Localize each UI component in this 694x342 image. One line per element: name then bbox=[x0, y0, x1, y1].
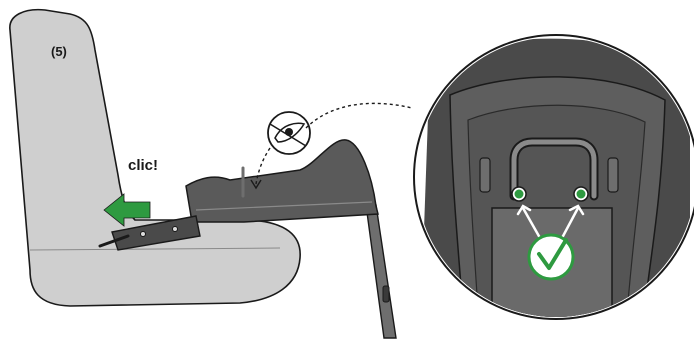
step-number-label: (5) bbox=[51, 44, 67, 59]
green-indicator-left bbox=[512, 187, 526, 201]
green-indicator-right bbox=[574, 187, 588, 201]
detail-zoom-view bbox=[414, 35, 694, 342]
eye-check-icon bbox=[268, 112, 310, 154]
green-checkmark-icon bbox=[529, 235, 573, 279]
click-sound-label: clic! bbox=[128, 157, 158, 174]
